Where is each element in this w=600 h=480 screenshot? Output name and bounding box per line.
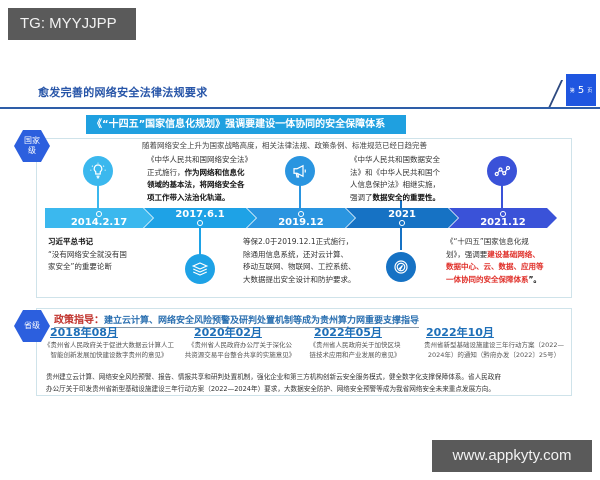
document-line: 共资源交易平台整合共享的实施意见》 <box>184 351 296 359</box>
timeline-connector <box>299 180 301 228</box>
timeline-date: 2017.6.1 <box>175 208 225 220</box>
page-prefix: 第 <box>569 87 575 94</box>
document-title: 《贵州省人民政府办公厅关于深化公 共资源交易平台整合共享的实施意见》 <box>180 340 300 360</box>
event-emphasis: 项工作带入法治化轨道。 <box>147 192 230 202</box>
summary-line: 贵州建立云计算、网络安全风险预警、报告、情报共享和研判处置机制，强化企业和第三方… <box>46 373 501 381</box>
event-2014-text: 习近平总书记 “没有网络安全就没有国 家安全”的重要论断 <box>48 236 127 274</box>
event-text: 划》，强调要 <box>446 249 488 259</box>
provincial-level-panel <box>36 308 572 396</box>
event-2019-text: 等保2.0于2019.12.1正式施行， 除通用信息系统，还对云计算、 移动互联… <box>243 236 356 286</box>
timeline-date: 2021 <box>388 208 416 220</box>
event-line: 移动互联网、物联网、工控系统、 <box>243 262 356 271</box>
event-line: 大数据提出安全设计和防护要求。 <box>243 274 356 284</box>
timeline-dot <box>500 211 506 217</box>
event-line: 等保2.0于2019.12.1正式施行， <box>243 237 354 246</box>
timeline-step-2021-12: 2021.12 <box>449 208 557 228</box>
timeline-dot <box>96 211 102 217</box>
timeline-connector <box>97 180 99 228</box>
event-2021-12-text: 《“十四五”国家信息化规 划》，强调要建设基础网络、 数据中心、云、数据、应用等… <box>446 236 544 286</box>
event-line: 法》和《中华人民共和国个 <box>350 167 440 177</box>
level-label: 国家 <box>24 136 40 145</box>
layers-icon <box>185 254 215 284</box>
timeline-connector <box>501 180 503 228</box>
compass-icon <box>386 252 416 282</box>
page-number: 5 <box>577 84 585 96</box>
event-text: ”。 <box>528 274 541 284</box>
event-emphasis: 领域的基本法，将网络安全各 <box>147 180 245 189</box>
event-line: “没有网络安全就没有国 <box>48 249 127 259</box>
timeline-dot <box>298 211 304 217</box>
event-line: 正式施行，作为网络和信息化 <box>147 167 252 180</box>
timeline-connector <box>199 218 201 258</box>
event-line: 强调了数据安全的重要性。 <box>350 192 440 205</box>
page-number-badge: 第 5 页 <box>566 74 596 106</box>
document-date: 2020年02月 <box>194 326 262 339</box>
timeline-dot <box>197 220 203 226</box>
provincial-summary: 贵州建立云计算、网络安全风险预警、报告、情报共享和研判处置机制，强化企业和第三方… <box>46 371 566 395</box>
event-highlight: 数据中心、云、数据、应用等 <box>446 262 544 271</box>
document-date: 2018年08月 <box>50 326 118 339</box>
document-line: 《贵州省人民政府关于促进大数据云计算人工 <box>44 341 174 349</box>
network-nodes-icon <box>487 156 517 186</box>
event-2017-text: 《中华人民共和国网络安全法》 正式施行，作为网络和信息化 领域的基本法，将网络安… <box>147 154 252 204</box>
event-line: 划》，强调要建设基础网络、 <box>446 249 544 262</box>
title-divider <box>0 107 600 109</box>
event-line: 习近平总书记 <box>48 236 127 249</box>
timeline-step-2021: 2021 <box>346 208 458 228</box>
event-emphasis: 数据安全的重要性。 <box>372 192 441 202</box>
timeline-step-2014: 2014.2.17 <box>45 208 153 228</box>
watermark: www.appkyty.com <box>432 440 592 472</box>
timeline-date: 2019.12 <box>278 216 324 228</box>
document-title: 《贵州省人民政府关于加快区块 链技术应用和产业发展的意见》 <box>300 340 410 360</box>
event-line: 一体协同的安全保障体系”。 <box>446 274 544 287</box>
document-date: 2022年10月 <box>426 326 494 339</box>
event-line: 家安全”的重要论断 <box>48 262 112 271</box>
event-line: 《中华人民共和国网络安全法》 <box>147 155 252 164</box>
document-line: 链技术应用和产业发展的意见》 <box>309 351 401 359</box>
event-line: 除通用信息系统，还对云计算、 <box>243 249 348 259</box>
event-line: 《中华人民共和国数据安全 <box>350 155 440 164</box>
event-line: 领域的基本法，将网络安全各 <box>147 179 252 192</box>
page-suffix: 页 <box>587 87 593 94</box>
timeline-step-2019: 2019.12 <box>247 208 355 228</box>
document-title: 《贵州省人民政府关于促进大数据云计算人工 智能创新发展加快建设数字贵州的意见》 <box>34 340 184 360</box>
lightbulb-icon <box>83 156 113 186</box>
timeline-dot <box>399 220 405 226</box>
document-line: 《贵州省人民政府办公厅关于深化公 <box>188 341 292 349</box>
event-line: 《“十四五”国家信息化规 <box>446 237 529 246</box>
document-date: 2022年05月 <box>314 326 382 339</box>
policy-label: 政策指导： <box>54 315 104 326</box>
event-line: 数据中心、云、数据、应用等 <box>446 261 544 274</box>
megaphone-icon <box>285 156 315 186</box>
event-emphasis: 作为网络和信息化 <box>184 167 245 177</box>
event-text: 强调了 <box>350 192 373 202</box>
level-label: 级 <box>28 146 36 155</box>
event-highlight: 一体协同的安全保障体系 <box>446 274 529 284</box>
document-line: 《贵州省人民政府关于加快区块 <box>309 341 401 349</box>
document-title: 贵州省新型基础设施建设三年行动方案（2022— 2024年）的通知（黔府办发〔2… <box>414 340 574 360</box>
policy-guidance-heading: 政策指导：建立云计算、网络安全风险预警及研判处置机制等成为贵州算力网重要支撑指导 <box>54 311 420 328</box>
summary-line: 办公厅关于印发贵州省新型基础设施建设三年行动方案（2022—2024年）要求，大… <box>46 385 495 393</box>
event-highlight: 建设基础网络、 <box>487 249 540 259</box>
national-banner: 《“十四五”国家信息化规划》强调要建设一体协同的安全保障体系 <box>86 115 406 134</box>
event-line: 项工作带入法治化轨道。 <box>147 192 252 205</box>
header-decoration <box>548 80 564 108</box>
timeline-date: 2021.12 <box>480 216 526 228</box>
policy-text: 建立云计算、网络安全风险预警及研判处置机制等成为贵州算力网重要支撑指导 <box>104 316 420 326</box>
timeline-date: 2014.2.17 <box>70 216 128 228</box>
event-line: 人信息保护法》相继实施， <box>350 180 440 189</box>
provincial-level-badge: 省级 <box>14 310 50 342</box>
event-2021-text: 《中华人民共和国数据安全 法》和《中华人民共和国个 人信息保护法》相继实施， 强… <box>350 154 440 204</box>
page-title: 愈发完善的网络安全法律法规要求 <box>38 86 208 99</box>
tg-badge: TG: MYYJJPP <box>8 8 136 40</box>
document-line: 贵州省新型基础设施建设三年行动方案（2022— <box>423 341 565 349</box>
level-label: 省级 <box>24 321 40 330</box>
document-line: 智能创新发展加快建设数字贵州的意见》 <box>50 351 168 359</box>
national-subtitle: 随着网络安全上升为国家战略高度，相关法律法规、政策条例、标准规范已经日趋完善 <box>142 141 427 150</box>
document-line: 2024年）的通知（黔府办发〔2022〕25号） <box>427 351 561 359</box>
event-text: 正式施行， <box>147 167 185 177</box>
timeline-step-2017: 2017.6.1 <box>144 208 256 228</box>
event-speaker: 习近平总书记 <box>48 237 93 246</box>
